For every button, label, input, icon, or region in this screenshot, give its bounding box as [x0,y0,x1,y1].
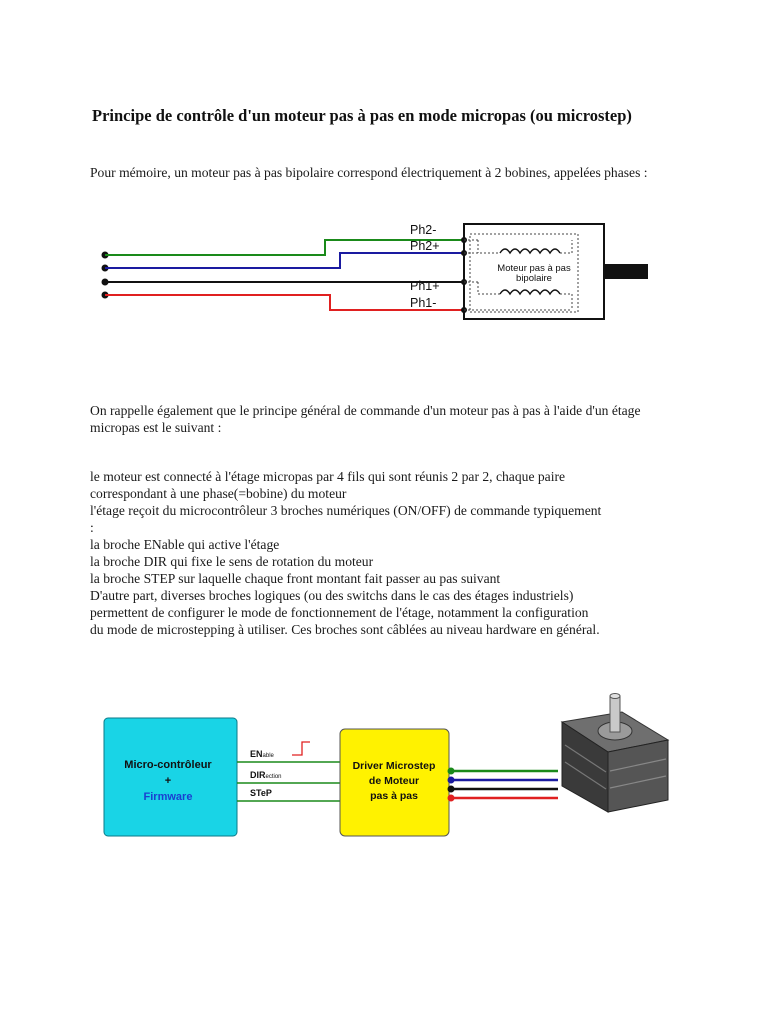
stepper-motor-image [562,694,668,813]
driver-label-line1: Driver Microstep [353,760,436,772]
direction-label: DIRection [250,770,282,780]
microcontroller-label: Micro-contrôleur [124,759,212,771]
terminal-black [448,786,455,793]
terminal-blue [448,777,455,784]
driver-label-line3: pas à pas [370,790,418,802]
shaft-tip [610,694,620,699]
enable-edge-icon [292,742,310,755]
step-label: STeP [250,788,272,798]
firmware-label: Firmware [144,791,193,803]
plus-label: + [165,775,171,787]
terminal-green [448,768,455,775]
driver-label-line2: de Moteur [369,775,419,787]
terminal-red [448,795,455,802]
enable-label: ENable [250,749,275,759]
motor-shaft [610,696,620,732]
motor-right-face [608,740,668,812]
